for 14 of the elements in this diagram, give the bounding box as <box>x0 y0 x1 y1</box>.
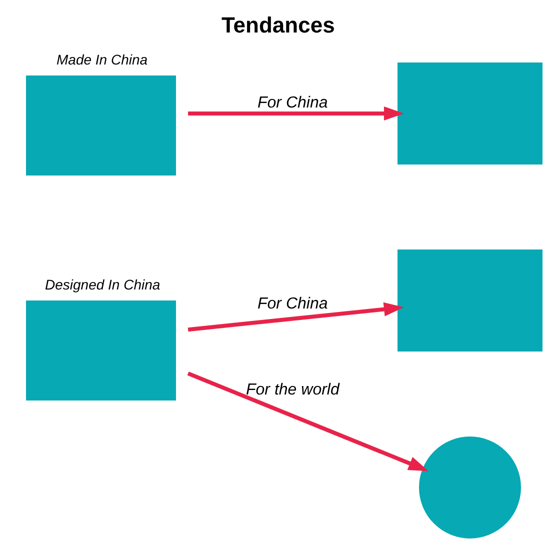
node-box <box>397 250 542 352</box>
arrow <box>188 106 404 121</box>
node-label: Designed In China <box>44 276 160 293</box>
edge-label: For China <box>257 94 328 112</box>
node-label: Made In China <box>56 52 148 68</box>
node-box <box>26 76 176 176</box>
diagram-title: Tendances <box>221 12 334 38</box>
node-circle <box>418 436 520 538</box>
edge-label: For the world <box>246 381 339 398</box>
edge-label: For China <box>257 295 328 312</box>
arrow <box>186 372 428 472</box>
node-box <box>26 300 176 400</box>
arrow <box>187 302 404 332</box>
node-box <box>397 62 542 164</box>
